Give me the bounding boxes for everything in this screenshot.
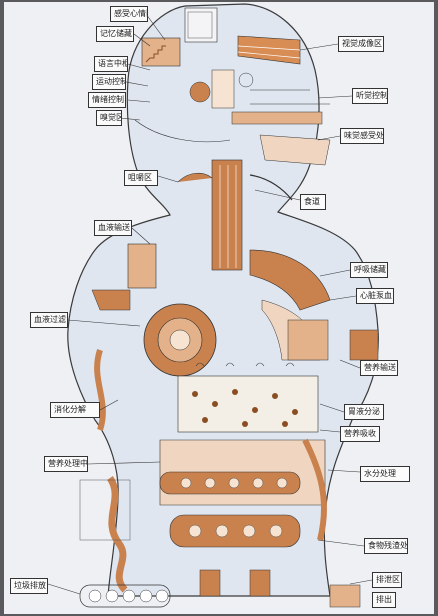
label-right-1: 视觉成像区 — [338, 36, 384, 52]
label-left-5: 血液过滤 — [30, 312, 68, 328]
label-right-9: 水分处理 — [360, 466, 410, 482]
label-lung: 血液输送 — [94, 220, 132, 236]
label-left-6: 消化分解 — [50, 402, 100, 418]
chest-area — [91, 243, 379, 431]
bottom-track — [79, 569, 361, 608]
label-bottom-right-2: 排出 — [372, 592, 396, 608]
label-left-1: 语言中枢 — [94, 56, 128, 72]
label-top-left-2: 记忆储藏 — [96, 26, 134, 42]
label-right-8: 营养吸收 — [340, 426, 380, 442]
label-left-4: 嗅觉区 — [96, 110, 122, 126]
leader-lines — [47, 13, 373, 595]
label-right-4: 呼吸储藏 — [350, 262, 388, 278]
label-top-left-1: 感受心情区 — [110, 6, 148, 22]
label-mouth: 咀嚼区 — [124, 170, 158, 186]
label-right-3: 味觉感受处 — [340, 128, 384, 144]
stomach-area — [177, 362, 319, 433]
label-right-10: 食物残渣处理 — [364, 538, 408, 554]
label-right-7: 胃液分泌 — [344, 404, 384, 420]
head-structures — [134, 7, 331, 166]
intestine-area — [79, 438, 328, 593]
label-throat: 食道 — [300, 194, 326, 210]
throat-tube — [177, 159, 293, 271]
label-right-2: 听觉控制 — [352, 88, 388, 104]
label-right-6: 营养输送 — [360, 360, 398, 376]
label-bottom-right-1: 排泄区 — [372, 572, 402, 588]
label-left-3: 情绪控制 — [88, 92, 126, 108]
label-left-7: 营养处理中心 — [44, 456, 88, 472]
label-left-2: 运动控制 — [92, 74, 126, 90]
label-bottom-left: 垃圾排放 — [10, 578, 48, 594]
label-right-5: 心脏泵血 — [356, 288, 394, 304]
